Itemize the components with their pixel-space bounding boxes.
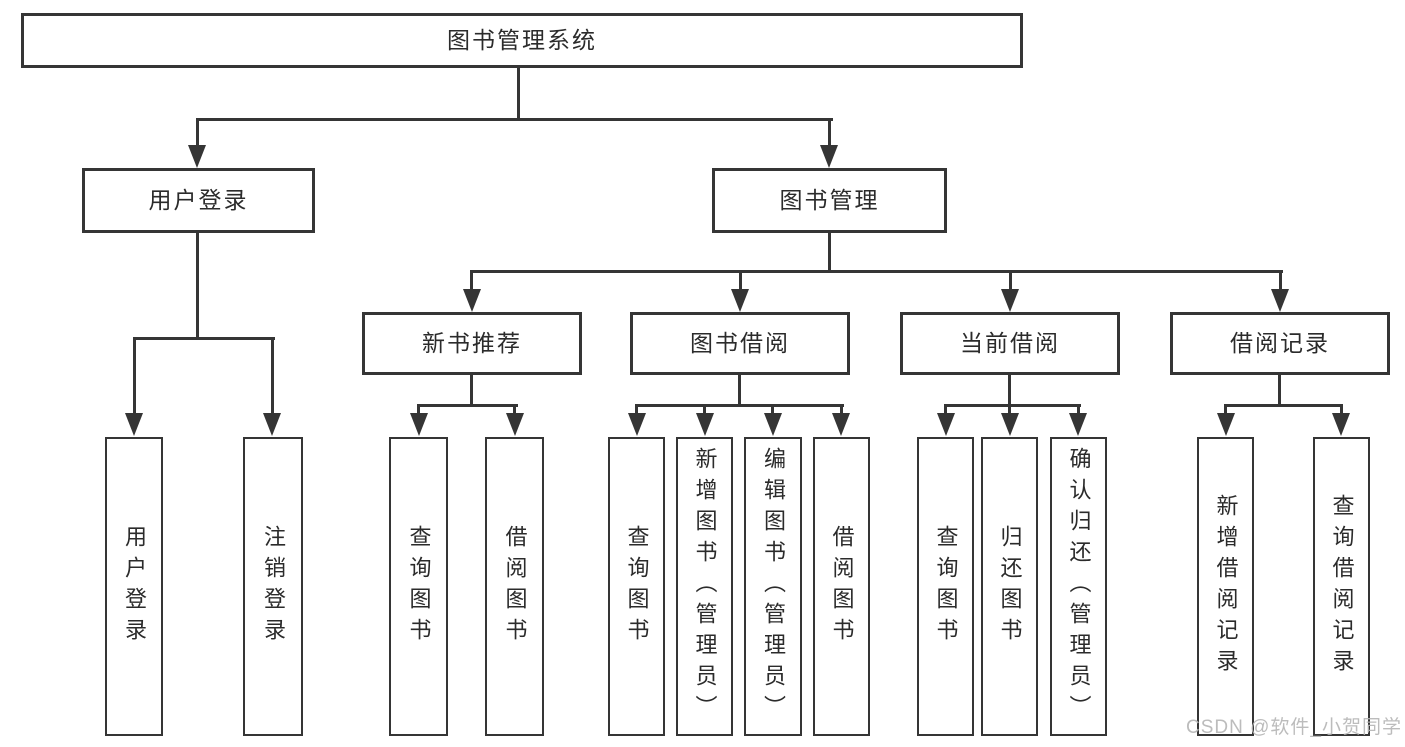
connector-line	[513, 404, 516, 416]
arrow-down-icon	[696, 413, 714, 436]
node-user-login: 用户登录	[82, 168, 315, 233]
connector-line	[635, 404, 844, 407]
connector-line	[196, 118, 199, 148]
connector-line	[944, 404, 1081, 407]
connector-line	[828, 118, 831, 148]
arrow-down-icon	[188, 145, 206, 168]
arrow-down-icon	[731, 289, 749, 312]
arrow-down-icon	[832, 413, 850, 436]
arrow-down-icon	[125, 413, 143, 436]
connector-line	[133, 337, 136, 415]
leaf-confirm-return-admin-label: 确认归还（管理员）	[1066, 447, 1092, 726]
connector-line	[1278, 375, 1281, 405]
node-root-label: 图书管理系统	[447, 27, 597, 53]
node-book-borrow: 图书借阅	[630, 312, 850, 375]
connector-line	[1340, 404, 1343, 416]
connector-line	[1008, 375, 1011, 405]
arrow-down-icon	[263, 413, 281, 436]
leaf-return-books-label: 归还图书	[997, 524, 1023, 649]
arrow-down-icon	[764, 413, 782, 436]
arrow-down-icon	[628, 413, 646, 436]
connector-line	[470, 375, 473, 405]
leaf-borrow-books-label: 借阅图书	[829, 524, 855, 649]
leaf-query-books-current: 查询图书	[917, 437, 974, 736]
leaf-user-login-label: 用户登录	[122, 524, 147, 649]
arrow-down-icon	[463, 289, 481, 312]
node-book-management: 图书管理	[712, 168, 947, 233]
connector-line	[739, 270, 742, 292]
leaf-query-books-current-label: 查询图书	[933, 524, 959, 649]
leaf-confirm-return-admin: 确认归还（管理员）	[1050, 437, 1107, 736]
connector-line	[196, 233, 199, 339]
arrow-down-icon	[1069, 413, 1087, 436]
node-current-borrow: 当前借阅	[900, 312, 1120, 375]
leaf-edit-book-admin: 编辑图书（管理员）	[744, 437, 802, 736]
connector-line	[196, 118, 833, 121]
arrow-down-icon	[1332, 413, 1350, 436]
connector-line	[840, 404, 843, 416]
leaf-user-login: 用户登录	[105, 437, 163, 736]
connector-line	[133, 337, 275, 340]
leaf-add-borrow-record-label: 新增借阅记录	[1213, 493, 1239, 680]
arrow-down-icon	[1001, 413, 1019, 436]
connector-line	[470, 270, 473, 292]
leaf-logout-label: 注销登录	[261, 524, 286, 649]
arrow-down-icon	[1001, 289, 1019, 312]
connector-line	[771, 404, 774, 416]
node-new-book-recommend: 新书推荐	[362, 312, 582, 375]
leaf-add-borrow-record: 新增借阅记录	[1197, 437, 1254, 736]
connector-line	[1077, 404, 1080, 416]
leaf-query-borrow-record: 查询借阅记录	[1313, 437, 1370, 736]
arrow-down-icon	[937, 413, 955, 436]
arrow-down-icon	[1217, 413, 1235, 436]
leaf-edit-book-admin-label: 编辑图书（管理员）	[761, 447, 786, 726]
connector-line	[1009, 270, 1012, 292]
connector-line	[470, 270, 1283, 273]
connector-line	[828, 233, 831, 273]
node-current-borrow-label: 当前借阅	[960, 330, 1060, 356]
connector-line	[738, 375, 741, 405]
arrow-down-icon	[410, 413, 428, 436]
connector-line	[417, 404, 518, 407]
leaf-borrow-books-recommend-label: 借阅图书	[502, 524, 528, 649]
watermark: CSDN @软件_小贺同学	[1186, 717, 1402, 738]
connector-line	[1224, 404, 1227, 416]
leaf-query-books-borrow: 查询图书	[608, 437, 665, 736]
node-new-book-recommend-label: 新书推荐	[422, 330, 522, 356]
leaf-borrow-books-recommend: 借阅图书	[485, 437, 544, 736]
arrow-down-icon	[506, 413, 524, 436]
leaf-query-books-borrow-label: 查询图书	[624, 524, 650, 649]
leaf-add-book-admin-label: 新增图书（管理员）	[692, 447, 718, 726]
leaf-query-books-recommend-label: 查询图书	[406, 524, 432, 649]
leaf-query-borrow-record-label: 查询借阅记录	[1329, 493, 1355, 680]
node-book-borrow-label: 图书借阅	[690, 330, 790, 356]
leaf-add-book-admin: 新增图书（管理员）	[676, 437, 733, 736]
node-borrow-records-label: 借阅记录	[1230, 330, 1330, 356]
connector-line	[1008, 404, 1011, 416]
leaf-query-books-recommend: 查询图书	[389, 437, 448, 736]
connector-line	[517, 68, 520, 118]
connector-line	[417, 404, 420, 416]
connector-line	[271, 337, 274, 415]
node-book-management-label: 图书管理	[779, 187, 880, 213]
leaf-logout: 注销登录	[243, 437, 303, 736]
leaf-borrow-books: 借阅图书	[813, 437, 870, 736]
connector-line	[635, 404, 638, 416]
connector-line	[703, 404, 706, 416]
arrow-down-icon	[820, 145, 838, 168]
node-borrow-records: 借阅记录	[1170, 312, 1390, 375]
connector-line	[1224, 404, 1343, 407]
arrow-down-icon	[1271, 289, 1289, 312]
node-root: 图书管理系统	[21, 13, 1023, 68]
node-user-login-label: 用户登录	[148, 187, 249, 213]
leaf-return-books: 归还图书	[981, 437, 1038, 736]
connector-line	[1279, 270, 1282, 292]
connector-line	[944, 404, 947, 416]
